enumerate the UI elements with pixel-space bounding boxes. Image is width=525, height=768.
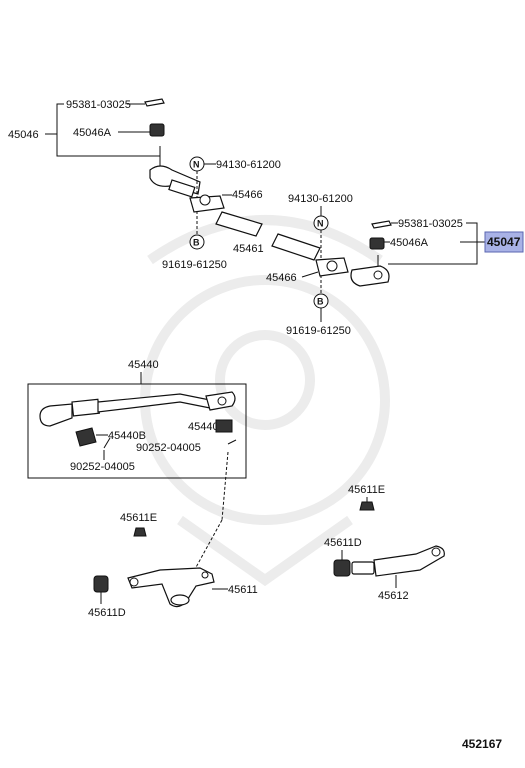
tube-45461-lower[interactable]: [271, 233, 321, 261]
tube-45461-upper[interactable]: [215, 211, 263, 237]
relay-rod-45440[interactable]: [39, 391, 236, 427]
label-45440[interactable]: 45440: [128, 359, 159, 371]
cotter-pin-top[interactable]: [144, 98, 165, 107]
diagram-id: 452167: [462, 737, 502, 751]
adjusting-clamp-lower[interactable]: [315, 257, 349, 277]
label-45611E-left[interactable]: 45611E: [120, 512, 157, 524]
label-95381-right[interactable]: 95381-03025: [398, 218, 463, 230]
svg-text:N: N: [317, 219, 324, 229]
label-95381-top[interactable]: 95381-03025: [66, 99, 131, 111]
castle-nut-left[interactable]: [149, 123, 165, 137]
label-90252-right[interactable]: 90252-04005: [136, 442, 201, 454]
tie-rod-end-right[interactable]: [350, 255, 390, 287]
svg-text:N: N: [193, 160, 200, 170]
svg-text:B: B: [317, 297, 324, 307]
cotter-pin-left[interactable]: [103, 437, 111, 449]
grease-fitting-left[interactable]: [133, 527, 147, 537]
label-45461[interactable]: 45461: [233, 243, 264, 255]
grease-fitting-right[interactable]: [359, 501, 375, 511]
cotter-pin-box-right[interactable]: [227, 439, 237, 445]
tie-rod-end-left[interactable]: [149, 146, 201, 198]
pitman-arm-45611[interactable]: [127, 567, 215, 608]
label-90252-left[interactable]: 90252-04005: [70, 461, 135, 473]
bracket-45047: [388, 222, 478, 265]
castle-nut-right[interactable]: [369, 237, 385, 250]
label-91619-left[interactable]: 91619-61250: [162, 259, 227, 271]
label-45611[interactable]: 45611: [228, 584, 258, 596]
svg-text:B: B: [193, 238, 200, 248]
label-45466-lower[interactable]: 45466: [266, 272, 297, 284]
marker-b-left: [189, 234, 205, 250]
label-45466-upper[interactable]: 45466: [232, 189, 263, 201]
boot-45440B-right[interactable]: [215, 419, 233, 433]
bracket-45046: [45, 103, 160, 157]
label-45611D-left[interactable]: 45611D: [88, 607, 126, 619]
label-45046[interactable]: 45046: [8, 129, 39, 141]
box-45440: [27, 383, 247, 479]
boot-45440B-left[interactable]: [75, 427, 97, 447]
label-94130-left[interactable]: 94130-61200: [216, 159, 281, 171]
label-45612[interactable]: 45612: [378, 590, 409, 602]
label-45611D-right[interactable]: 45611D: [324, 537, 362, 549]
label-91619-right[interactable]: 91619-61250: [286, 325, 351, 337]
label-45611E-right[interactable]: 45611E: [348, 484, 385, 496]
bushing-45611D-right[interactable]: [333, 559, 351, 577]
label-45440B-left[interactable]: 45440B: [108, 430, 146, 442]
label-45046A-left[interactable]: 45046A: [73, 127, 112, 139]
bushing-45611D-left[interactable]: [93, 575, 109, 593]
label-45047[interactable]: 45047: [487, 235, 521, 249]
label-45046A-right[interactable]: 45046A: [390, 237, 429, 249]
label-94130-right[interactable]: 94130-61200: [288, 193, 353, 205]
adjusting-clamp-upper[interactable]: [189, 194, 225, 213]
idler-arm-45612[interactable]: [351, 545, 445, 577]
cotter-pin-right[interactable]: [371, 220, 392, 229]
highlight-45047[interactable]: [484, 231, 524, 253]
